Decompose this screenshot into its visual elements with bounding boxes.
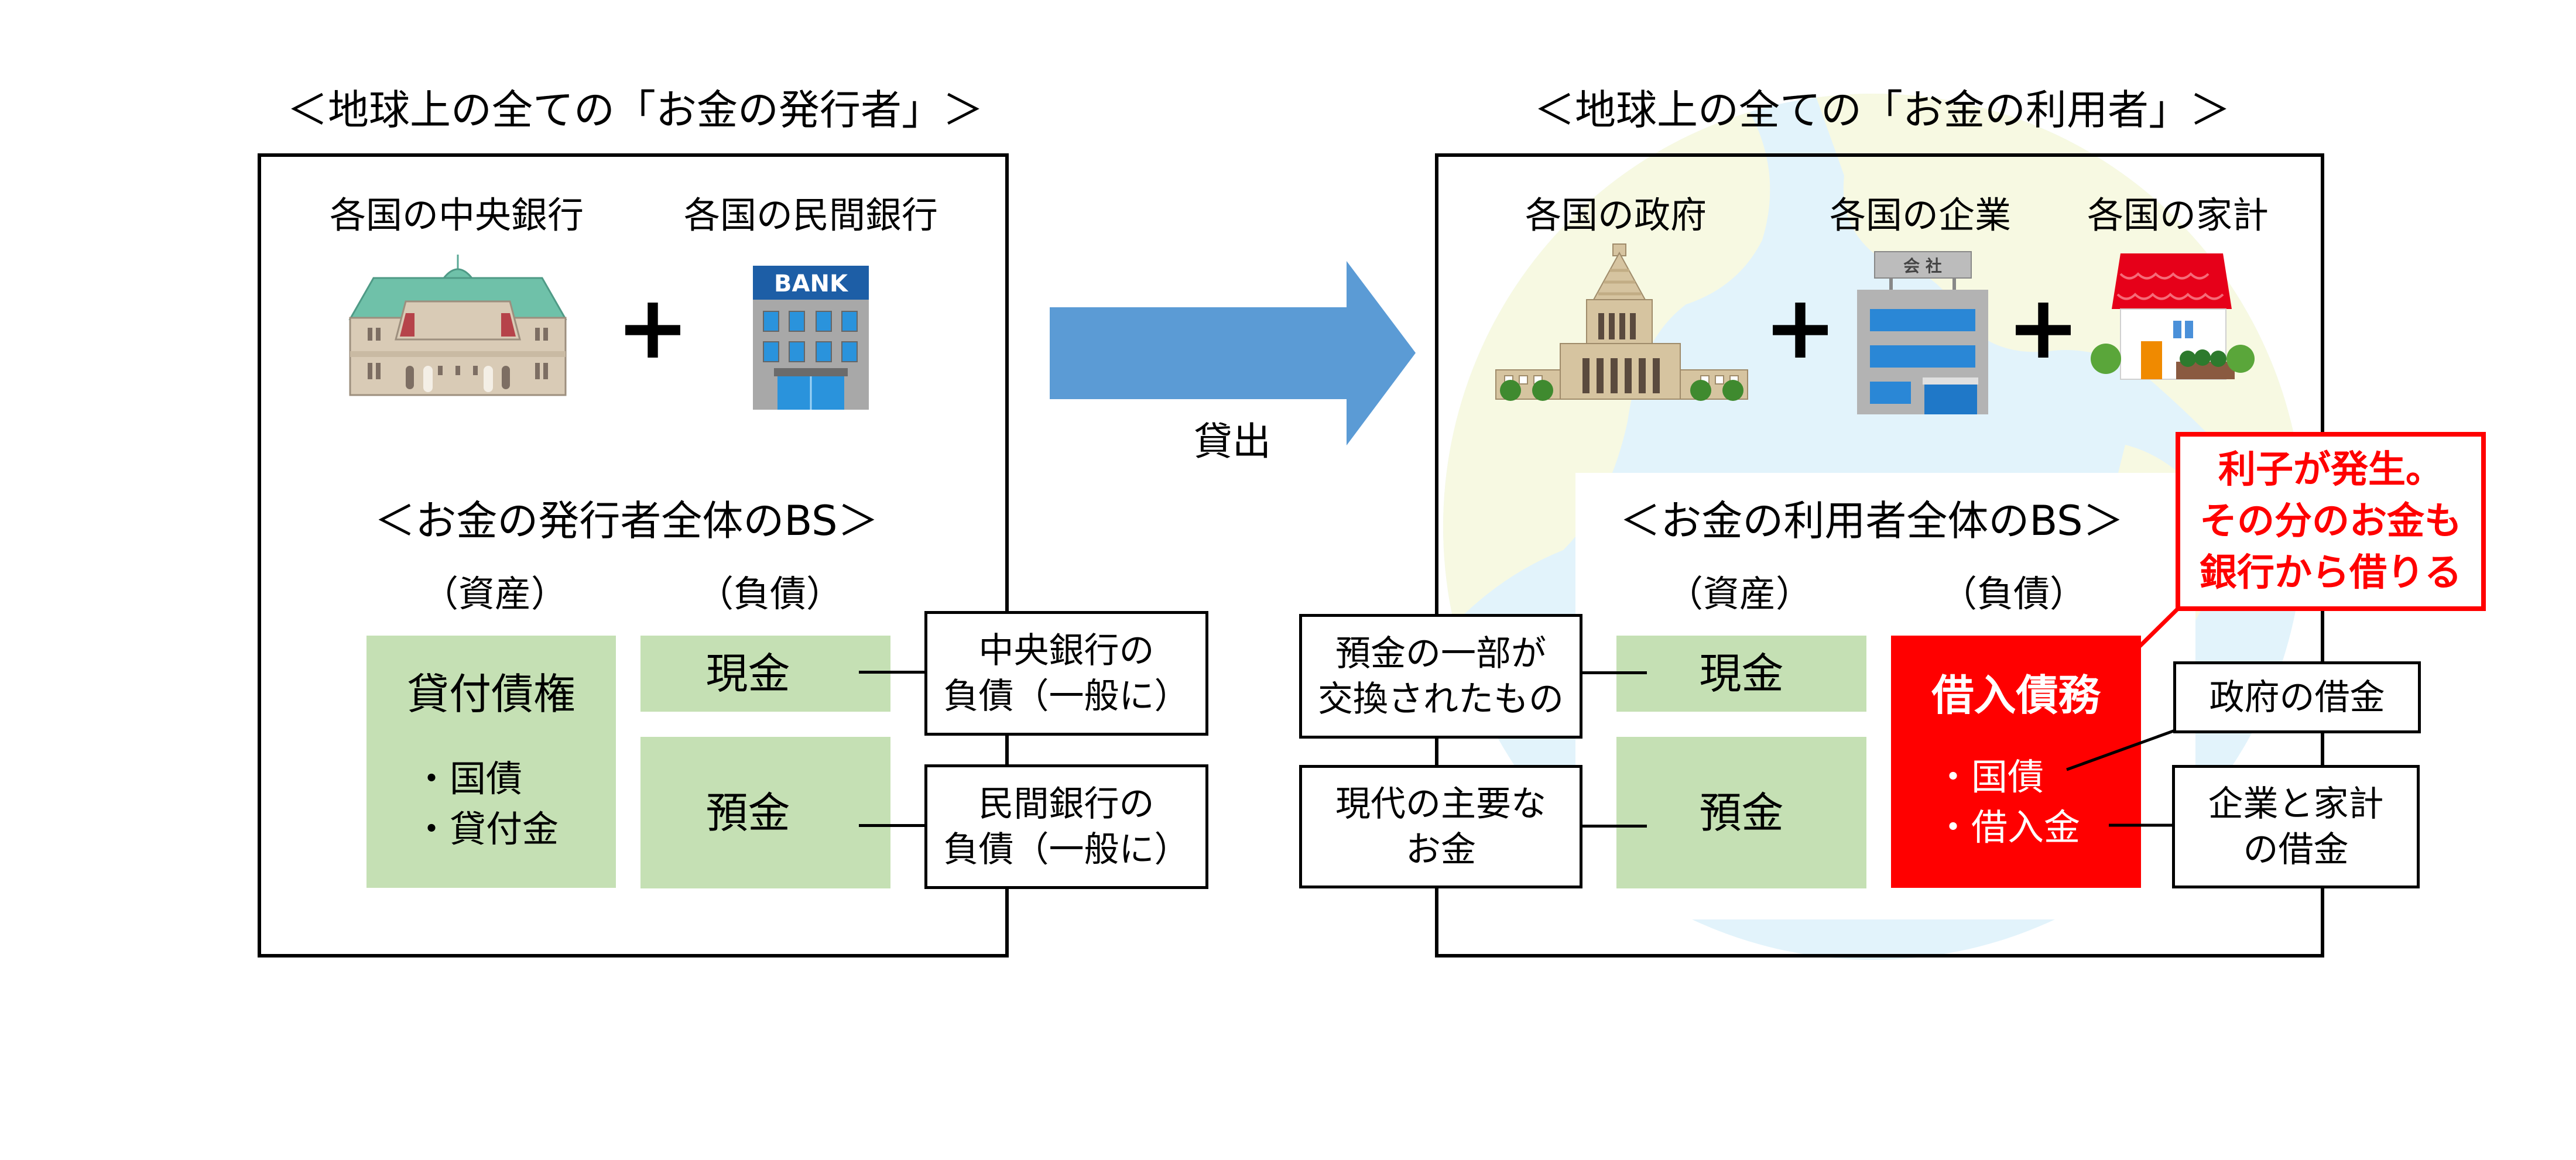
users-asset-deposits: 預金 <box>1616 737 1866 888</box>
issuers-assets-header: （資産） <box>422 572 567 615</box>
asset-label: 預金 <box>1699 788 1784 838</box>
bank-building-icon: BANK <box>753 266 869 410</box>
note-deposits-main-money: 現代の主要な お金 <box>1299 765 1582 888</box>
company-sign-text: 会 社 <box>1903 256 1942 276</box>
plus-icon: + <box>1763 277 1837 379</box>
note-line: 政府の借金 <box>2209 677 2385 718</box>
issuers-liabilities-header: （負債） <box>697 572 842 615</box>
note-private-bank-liability: 民間銀行の 負債（一般に） <box>924 764 1208 889</box>
users-asset-cash: 現金 <box>1616 636 1866 712</box>
note-central-bank-liability: 中央銀行の 負債（一般に） <box>924 611 1208 736</box>
callout-line: 銀行から借りる <box>2200 551 2462 595</box>
liability-label: 現金 <box>705 649 790 698</box>
issuers-frame <box>258 153 1009 957</box>
connector-line <box>1581 825 1647 828</box>
entity-label-government: 各国の政府 <box>1525 194 1707 236</box>
note-line: 負債（一般に） <box>943 829 1190 870</box>
connector-line <box>859 824 926 827</box>
issuers-bs-title: ＜お金の発行者全体のBS＞ <box>374 497 879 545</box>
entity-label-central-bank: 各国の中央銀行 <box>329 194 584 236</box>
lending-arrow-icon <box>1050 261 1416 445</box>
note-line: 中央銀行の <box>978 630 1155 671</box>
users-assets-header: （資産） <box>1666 572 1812 615</box>
entity-label-households: 各国の家計 <box>2087 194 2269 236</box>
connector-line <box>1581 671 1647 674</box>
note-government-debt: 政府の借金 <box>2173 661 2421 733</box>
asset-item: ・国債 <box>413 757 523 800</box>
note-line: 企業と家計 <box>2208 783 2384 825</box>
plus-icon: + <box>2006 277 2080 379</box>
interest-callout: 利子が発生。 その分のお金も 銀行から借りる <box>2176 432 2486 611</box>
connector-line <box>2066 729 2176 771</box>
callout-line: 利子が発生。 <box>2218 448 2443 492</box>
asset-title: 貸付債権 <box>406 669 576 719</box>
issuers-liability-cash: 現金 <box>640 636 890 712</box>
users-liabilities-header: （負債） <box>1940 572 2086 615</box>
users-title: ＜地球上の全ての「お金の利用者」＞ <box>1534 86 2231 134</box>
users-liability-borrowings: 借入債務 ・国債 ・借入金 <box>1891 636 2141 888</box>
callout-line: その分のお金も <box>2200 500 2462 543</box>
liability-title: 借入債務 <box>1931 671 2101 720</box>
liability-item: ・借入金 <box>1935 806 2081 849</box>
note-cash-origin: 預金の一部が 交換されたもの <box>1299 614 1582 739</box>
note-line: の借金 <box>2243 829 2349 870</box>
lending-label: 貸出 <box>1194 419 1271 464</box>
users-bs-title: ＜お金の利用者全体のBS＞ <box>1619 497 2124 545</box>
note-line: 民間銀行の <box>978 783 1155 825</box>
house-icon <box>2091 253 2255 380</box>
liability-label: 預金 <box>705 788 790 838</box>
note-line: お金 <box>1406 829 1476 870</box>
asset-label: 現金 <box>1699 649 1784 698</box>
asset-item: ・貸付金 <box>413 807 559 850</box>
issuers-asset-loans-receivable: 貸付債権 ・国債 ・貸付金 <box>366 636 616 888</box>
issuers-liability-deposits: 預金 <box>640 737 890 888</box>
note-line: 預金の一部が <box>1335 633 1546 674</box>
company-building-icon: 会 社 <box>1857 251 1988 414</box>
liability-item: ・国債 <box>1935 756 2044 798</box>
plus-icon: + <box>616 277 690 379</box>
note-line: 負債（一般に） <box>943 675 1190 717</box>
callout-pointer <box>2138 607 2180 648</box>
entity-label-companies: 各国の企業 <box>1829 194 2011 236</box>
note-line: 交換されたもの <box>1318 678 1564 720</box>
parliament-building-icon <box>1495 243 1748 401</box>
entity-label-private-bank: 各国の民間銀行 <box>683 194 938 236</box>
bank-sign-text: BANK <box>774 270 849 297</box>
connector-line <box>859 671 926 674</box>
issuers-title: ＜地球上の全ての「お金の発行者」＞ <box>287 86 984 134</box>
note-line: 現代の主要な <box>1335 783 1546 825</box>
central-bank-building-icon <box>348 255 567 396</box>
note-company-household-debt: 企業と家計 の借金 <box>2172 765 2420 888</box>
